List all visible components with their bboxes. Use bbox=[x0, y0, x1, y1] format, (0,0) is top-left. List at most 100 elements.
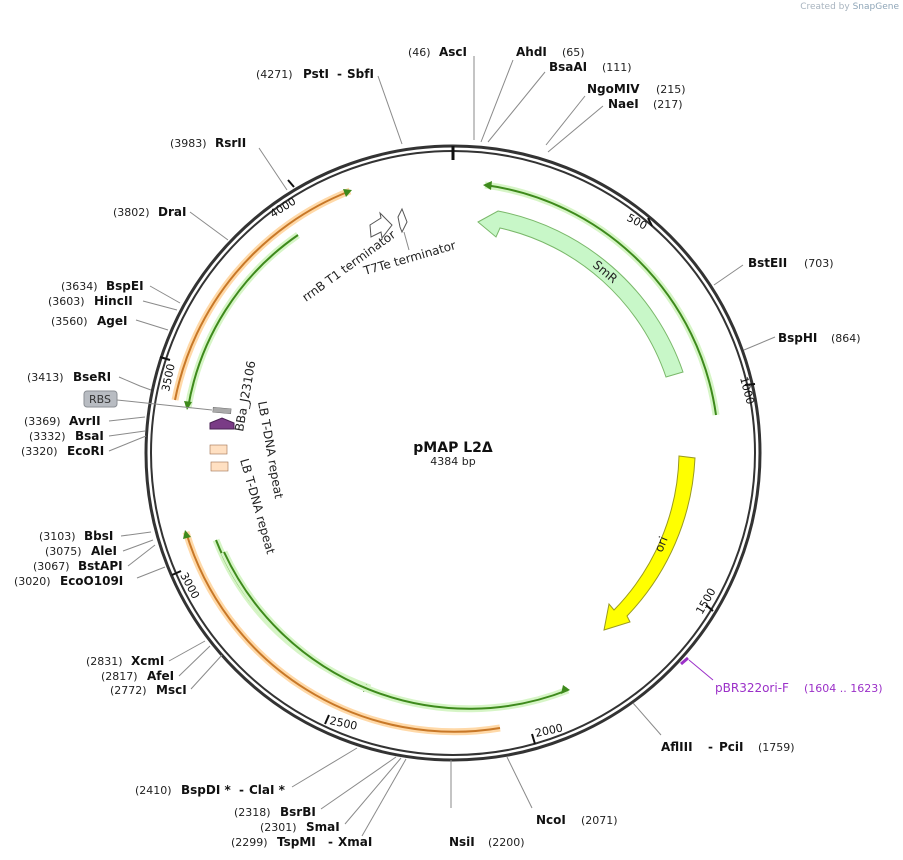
site-rsrii-pos: (3983) bbox=[170, 137, 207, 150]
t7te-terminator-arrow bbox=[397, 207, 408, 234]
site-bseri: BseRI bbox=[73, 370, 111, 384]
leader-psti bbox=[377, 75, 403, 145]
leader-rsrii bbox=[258, 147, 288, 191]
leader-bsteii bbox=[713, 264, 744, 286]
site-naei-pos: (217) bbox=[653, 98, 683, 111]
tick-label-1000: 1000 bbox=[737, 375, 757, 405]
promoter-arrow bbox=[209, 417, 235, 430]
site-xcmi: XcmI bbox=[131, 654, 164, 668]
site-bsaai: BsaAI bbox=[549, 60, 587, 74]
orf-arc-right-line bbox=[484, 184, 717, 416]
site-ngomiv: NgoMIV bbox=[587, 82, 640, 96]
site-bspei: BspEI bbox=[106, 279, 144, 293]
tick-label-2000: 2000 bbox=[534, 721, 564, 740]
site-ecori-pos: (3320) bbox=[21, 445, 58, 458]
leader-bspdi bbox=[291, 747, 358, 788]
site-afliii-sep: - bbox=[708, 740, 713, 754]
leader-smai bbox=[344, 757, 402, 825]
leader-afei bbox=[178, 645, 211, 677]
site-bsteii-pos: (703) bbox=[804, 257, 834, 270]
site-ecoo109i-pos: (3020) bbox=[14, 575, 51, 588]
plasmid-name: pMAP L2Δ bbox=[413, 440, 493, 456]
site-asci-pos: (46) bbox=[408, 46, 431, 59]
orf-arc-bottom-inner-arrowhead bbox=[561, 685, 570, 694]
site-afei: AfeI bbox=[147, 669, 174, 683]
leader-bseri bbox=[118, 376, 152, 391]
site-bspdi-sep: - bbox=[239, 783, 244, 797]
site-hincii: HincII bbox=[94, 294, 133, 308]
lb-repeat-box-1 bbox=[209, 444, 228, 455]
orf-arc-right-arrowhead bbox=[483, 181, 492, 190]
tick-2500 bbox=[324, 714, 330, 725]
site-nsii-pos: (2200) bbox=[488, 836, 525, 849]
site-bspei-pos: (3634) bbox=[61, 280, 98, 293]
site-msci-pos: (2772) bbox=[110, 684, 147, 697]
site-bsrbi-pos: (2318) bbox=[234, 806, 271, 819]
leader-ngomiv bbox=[545, 95, 586, 146]
snapgene-logo-text: SnapGene bbox=[852, 2, 899, 12]
rrnb-terminator-arrow bbox=[369, 211, 393, 240]
tick-1500 bbox=[705, 604, 714, 612]
site-drai-pos: (3802) bbox=[113, 206, 150, 219]
orf-arcs bbox=[171, 181, 720, 736]
site-xmai: XmaI bbox=[338, 835, 372, 849]
site-tspmi: TspMI bbox=[277, 835, 316, 849]
leader-bspei bbox=[149, 285, 181, 304]
t7te-leader bbox=[403, 231, 410, 251]
site-bstapi-pos: (3067) bbox=[33, 560, 70, 573]
leader-bsrbi bbox=[320, 756, 397, 810]
tick-4000 bbox=[287, 179, 295, 188]
site-alei-pos: (3075) bbox=[45, 545, 82, 558]
site-tspmi-pos: (2299) bbox=[231, 836, 268, 849]
site-avrii: AvrII bbox=[69, 414, 101, 428]
tick-label-3500: 3500 bbox=[159, 363, 178, 393]
leader-bsai bbox=[108, 430, 146, 437]
site-asci: AscI bbox=[439, 45, 467, 59]
leader-hincii bbox=[142, 300, 178, 311]
site-alei: AleI bbox=[91, 544, 117, 558]
tick-500 bbox=[647, 217, 653, 227]
tick-marks bbox=[159, 179, 756, 745]
leader-xcmi bbox=[168, 640, 206, 662]
site-ngomiv-pos: (215) bbox=[656, 83, 686, 96]
site-msci: MscI bbox=[156, 683, 187, 697]
leader-avrii bbox=[108, 416, 146, 422]
leader-tspmi bbox=[361, 758, 407, 837]
site-bsphi: BspHI bbox=[778, 331, 817, 345]
site-bbsi-pos: (3103) bbox=[39, 530, 76, 543]
primer-marker bbox=[680, 656, 689, 666]
orf-arc-left-outer-arrowhead bbox=[343, 189, 352, 197]
orf-arc-bottom-inner-line bbox=[223, 551, 569, 710]
leader-ecori bbox=[108, 435, 147, 452]
rbs-badge-label: RBS bbox=[89, 393, 111, 406]
lb-repeat-label-1: LB T-DNA repeat bbox=[255, 400, 286, 500]
orf-arc-left-outer-line bbox=[174, 190, 351, 401]
site-psti-sep: - bbox=[337, 67, 342, 81]
site-bsrbi: BsrBI bbox=[280, 805, 316, 819]
tick-2000 bbox=[531, 733, 536, 745]
snapgene-credit: Created by SnapGene bbox=[800, 2, 899, 12]
primer-label: pBR322ori-F bbox=[715, 681, 789, 695]
site-bsai-pos: (3332) bbox=[29, 430, 66, 443]
site-afliii: AflIII bbox=[661, 740, 693, 754]
tick-label-2500: 2500 bbox=[328, 714, 358, 733]
site-ncoi-pos: (2071) bbox=[581, 814, 618, 827]
site-tspmi-sep: - bbox=[328, 835, 333, 849]
rbs-small-feature bbox=[212, 406, 232, 415]
site-bsphi-pos: (864) bbox=[831, 332, 861, 345]
site-avrii-pos: (3369) bbox=[24, 415, 61, 428]
site-bsteii: BstEII bbox=[748, 256, 787, 270]
orf-arc-bottom-inner bbox=[220, 550, 570, 713]
leader-bstapi bbox=[127, 544, 156, 567]
leader-alei bbox=[122, 539, 154, 552]
tick-3500 bbox=[159, 356, 171, 361]
site-naei: NaeI bbox=[608, 97, 639, 111]
tick-1000 bbox=[744, 383, 756, 386]
site-ahdi-pos: (65) bbox=[562, 46, 585, 59]
orf-arc-bottom-outer-line bbox=[185, 531, 501, 733]
site-leaders bbox=[108, 56, 776, 837]
site-ncoi: NcoI bbox=[536, 813, 566, 827]
orf-arc-bottom-outer-arrowhead bbox=[183, 530, 191, 539]
plasmid-length: 4384 bp bbox=[430, 455, 475, 468]
